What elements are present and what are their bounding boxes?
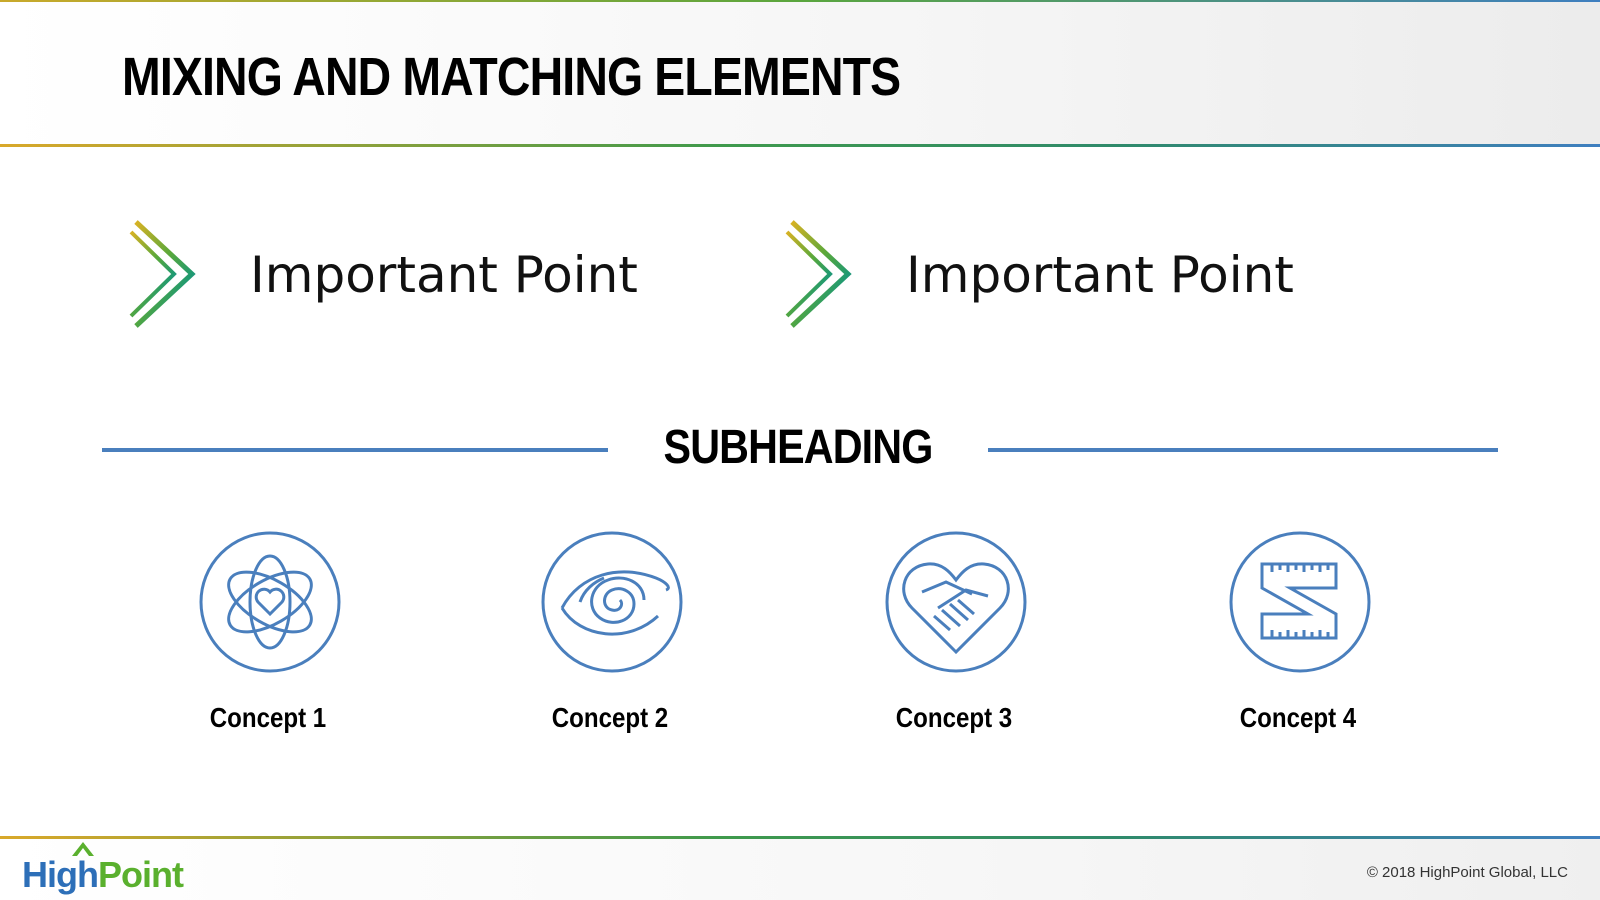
footer-bar <box>0 839 1600 900</box>
concept-label: Concept 4 <box>1239 702 1357 733</box>
spiral-eye-icon <box>541 531 683 673</box>
slide-title: MIXING AND MATCHING ELEMENTS <box>122 47 901 107</box>
footer-divider <box>0 836 1600 839</box>
important-point-1: Important Point <box>128 210 648 330</box>
concept-label: Concept 3 <box>895 702 1013 733</box>
chevron-right-icon <box>129 220 196 328</box>
title-bar <box>0 2 1600 144</box>
logo-high: High <box>22 854 99 895</box>
chevron-right-icon <box>785 220 852 328</box>
logo-caret-icon <box>72 842 94 856</box>
handshake-heart-icon <box>885 531 1027 673</box>
concept-label: Concept 1 <box>209 702 327 733</box>
concept-1: Concept 1 <box>178 530 358 750</box>
subheading: SUBHEADING <box>663 421 934 474</box>
important-point-text: Important Point <box>250 246 638 304</box>
logo-point: Point <box>97 854 184 895</box>
concept-label: Concept 2 <box>551 702 669 733</box>
subheading-row: SUBHEADING <box>102 420 1498 480</box>
concept-3: Concept 3 <box>864 530 1044 750</box>
top-accent-line <box>0 0 1600 2</box>
important-point-2: Important Point <box>784 210 1304 330</box>
subheading-rule-right <box>988 448 1498 452</box>
subheading-rule-left <box>102 448 608 452</box>
concept-4: Concept 4 <box>1208 530 1388 750</box>
title-divider <box>0 144 1600 147</box>
important-point-text: Important Point <box>906 246 1294 304</box>
ruler-z-icon <box>1229 531 1371 673</box>
atom-heart-icon <box>199 531 341 673</box>
concept-2: Concept 2 <box>520 530 700 750</box>
logo-wordmark: HighPoint <box>22 854 184 896</box>
highpoint-logo: HighPoint <box>22 842 192 898</box>
copyright-text: © 2018 HighPoint Global, LLC <box>1366 864 1568 881</box>
